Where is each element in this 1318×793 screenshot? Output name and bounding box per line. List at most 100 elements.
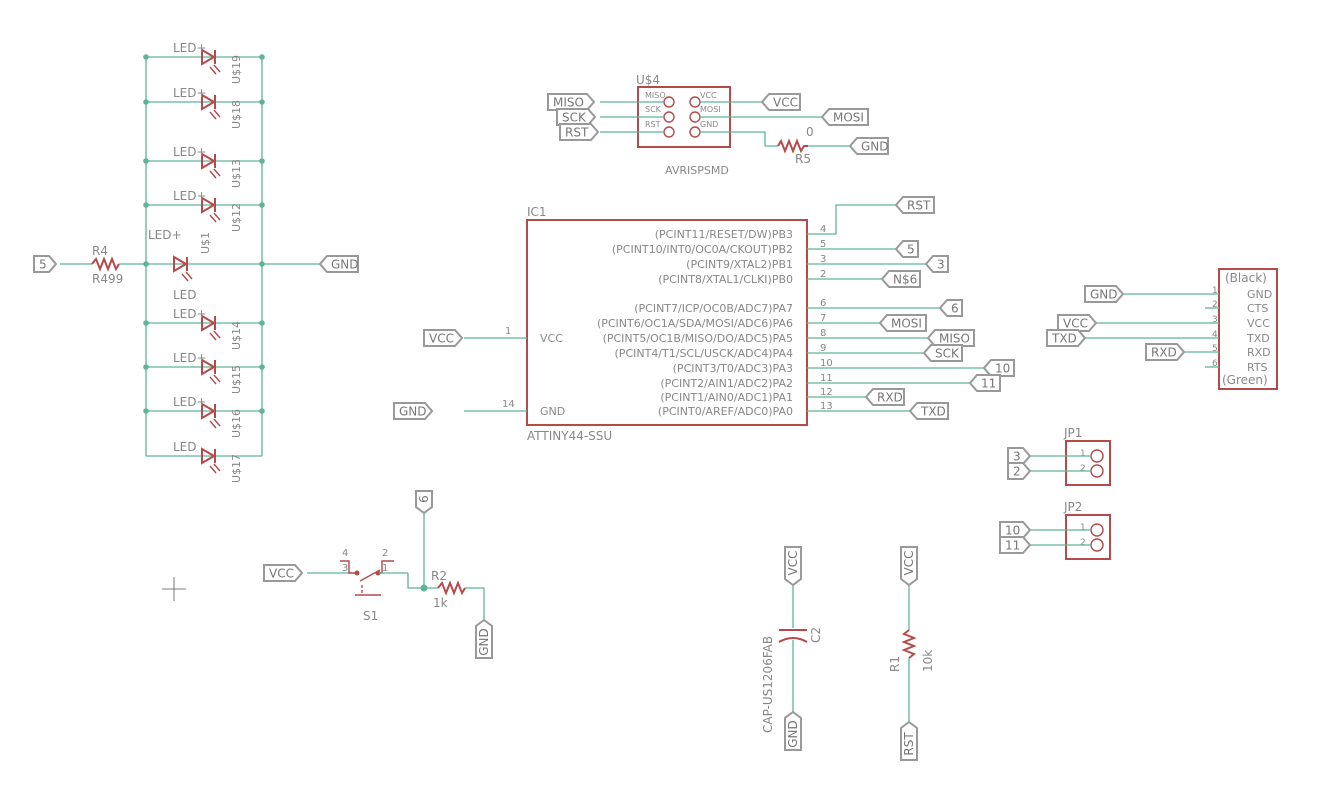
net-label-rst-mcu[interactable]: RST xyxy=(894,196,935,214)
led-name: LED+ xyxy=(148,228,182,242)
led-row[interactable]: LED+U$19 xyxy=(143,41,265,84)
mcu-pin-number: 4 xyxy=(820,224,826,235)
net-label-mcu-11[interactable]: 11 xyxy=(968,374,1001,392)
net-label-jp2-11[interactable]: 11 xyxy=(999,536,1032,554)
led-row[interactable]: LED+U$16 xyxy=(143,395,265,438)
led-array[interactable]: R4 R499 LED+U$19LED+U$18LED+U$13LED+U$12… xyxy=(60,41,320,483)
led-row[interactable]: LED+U$14 xyxy=(143,307,265,350)
net-label-ftdi-vcc[interactable]: VCC xyxy=(1057,314,1098,332)
net-label-mcu-n6[interactable]: N$6 xyxy=(880,270,921,288)
led-name: LED+ xyxy=(173,351,207,365)
net-label-mcu-mosi[interactable]: MOSI xyxy=(878,314,927,332)
net-label-mcu-5[interactable]: 5 xyxy=(894,240,919,258)
jumper-jp2[interactable]: JP2 1 2 xyxy=(1026,500,1111,560)
mcu-pin-label: (PCINT10/INT0/OC0A/CKOUT)PB2 xyxy=(612,243,793,256)
led-symbol-icon xyxy=(201,402,216,420)
mcu-pin-number: 10 xyxy=(820,358,833,369)
led-value: U$1 xyxy=(199,232,212,254)
led-row[interactable]: LED+U$15 xyxy=(143,351,265,394)
led-row[interactable]: LED+U$13 xyxy=(143,145,265,188)
led-symbol-icon xyxy=(201,48,216,66)
ftdi-pin-number: 1 xyxy=(1212,286,1218,296)
isp-pin-vcc-label: VCC xyxy=(700,91,717,100)
isp-header[interactable]: U$4 AVRISPSMD MISO SCK RST VCC MOSI GND … xyxy=(600,73,850,177)
mcu-pin-label: (PCINT7/ICP/OC0B/ADC7)PA7 xyxy=(634,302,793,315)
jumper-jp1[interactable]: JP1 1 2 xyxy=(1026,426,1111,486)
net-label-5-led-text: 5 xyxy=(39,258,47,272)
net-label-mcu-10[interactable]: 10 xyxy=(982,359,1015,377)
net-label-6-switch[interactable]: 6 xyxy=(415,490,433,515)
net-label-mcu-6[interactable]: 6 xyxy=(938,299,963,317)
led-symbol-icon xyxy=(173,255,188,273)
net-label-jp1-2[interactable]: 2 xyxy=(1007,462,1032,480)
led-row[interactable]: LED+U$18 xyxy=(143,86,265,129)
net-label-mcu-sck[interactable]: SCK xyxy=(922,344,963,362)
ftdi-top-label: (Black) xyxy=(1225,271,1267,285)
net-label-vcc-switch[interactable]: VCC xyxy=(263,564,304,582)
net-label-sck-isp[interactable]: SCK xyxy=(556,108,597,126)
net-label-rst-isp[interactable]: RST xyxy=(559,123,600,141)
net-label-mcu-3[interactable]: 3 xyxy=(924,255,949,273)
ftdi-header[interactable]: (Black) (Green) xyxy=(1218,268,1278,390)
led-value: U$19 xyxy=(230,55,243,84)
net-label-gnd-cap[interactable]: GND xyxy=(784,710,802,751)
jp1-pin2: 2 xyxy=(1080,464,1086,474)
net-label-vcc-pullup[interactable]: VCC xyxy=(900,546,918,587)
net-label-gnd-switch[interactable]: GND xyxy=(475,618,493,659)
net-label-mosi-isp[interactable]: MOSI xyxy=(820,108,869,126)
mcu-pin-label: (PCINT1/AIN0/ADC1)PA1 xyxy=(660,391,793,404)
net-label-gnd-switch-text: GND xyxy=(477,628,491,656)
net-label-jp1-3[interactable]: 3 xyxy=(1007,447,1032,465)
net-label-mcu-5-text: 5 xyxy=(907,243,915,257)
net-label-ftdi-gnd[interactable]: GND xyxy=(1084,285,1125,303)
net-label-ftdi-rxd[interactable]: RXD xyxy=(1145,343,1186,361)
net-label-mcu-txd[interactable]: TXD xyxy=(908,402,949,420)
net-label-mcu-rxd[interactable]: RXD xyxy=(864,388,905,406)
net-label-vcc-isp[interactable]: VCC xyxy=(760,93,801,111)
net-label-miso-isp[interactable]: MISO xyxy=(547,93,596,111)
net-label-mcu-6-text: 6 xyxy=(951,302,959,316)
net-label-gnd-isp[interactable]: GND xyxy=(848,137,889,155)
net-label-mcu-sck-text: SCK xyxy=(935,347,960,361)
resistor-r1[interactable]: R1 10k xyxy=(888,583,935,722)
net-label-rst-pullup[interactable]: RST xyxy=(900,720,918,761)
net-label-vcc-cap[interactable]: VCC xyxy=(784,546,802,587)
net-label-mcu-miso[interactable]: MISO xyxy=(926,329,975,347)
net-label-5-led[interactable]: 5 xyxy=(33,255,58,273)
net-label-gnd-mcu[interactable]: GND xyxy=(393,402,434,420)
r2-name: R2 xyxy=(431,569,447,583)
capacitor-c2[interactable]: CAP-US1206FAB C2 xyxy=(761,583,823,733)
mcu-pin-label: (PCINT9/XTAL2)PB1 xyxy=(686,258,793,271)
led-row[interactable]: LED+U$12 xyxy=(143,189,265,232)
net-label-gnd-led[interactable]: GND xyxy=(318,255,359,273)
net-label-jp2-10[interactable]: 10 xyxy=(999,521,1032,539)
net-label-ftdi-txd[interactable]: TXD xyxy=(1046,329,1087,347)
switch-s1[interactable]: 4 3 2 1 S1 R2 1k xyxy=(307,512,485,623)
r1-value: 10k xyxy=(921,650,935,672)
jp1-name: JP1 xyxy=(1063,426,1082,440)
net-label-vcc-mcu[interactable]: VCC xyxy=(423,329,464,347)
